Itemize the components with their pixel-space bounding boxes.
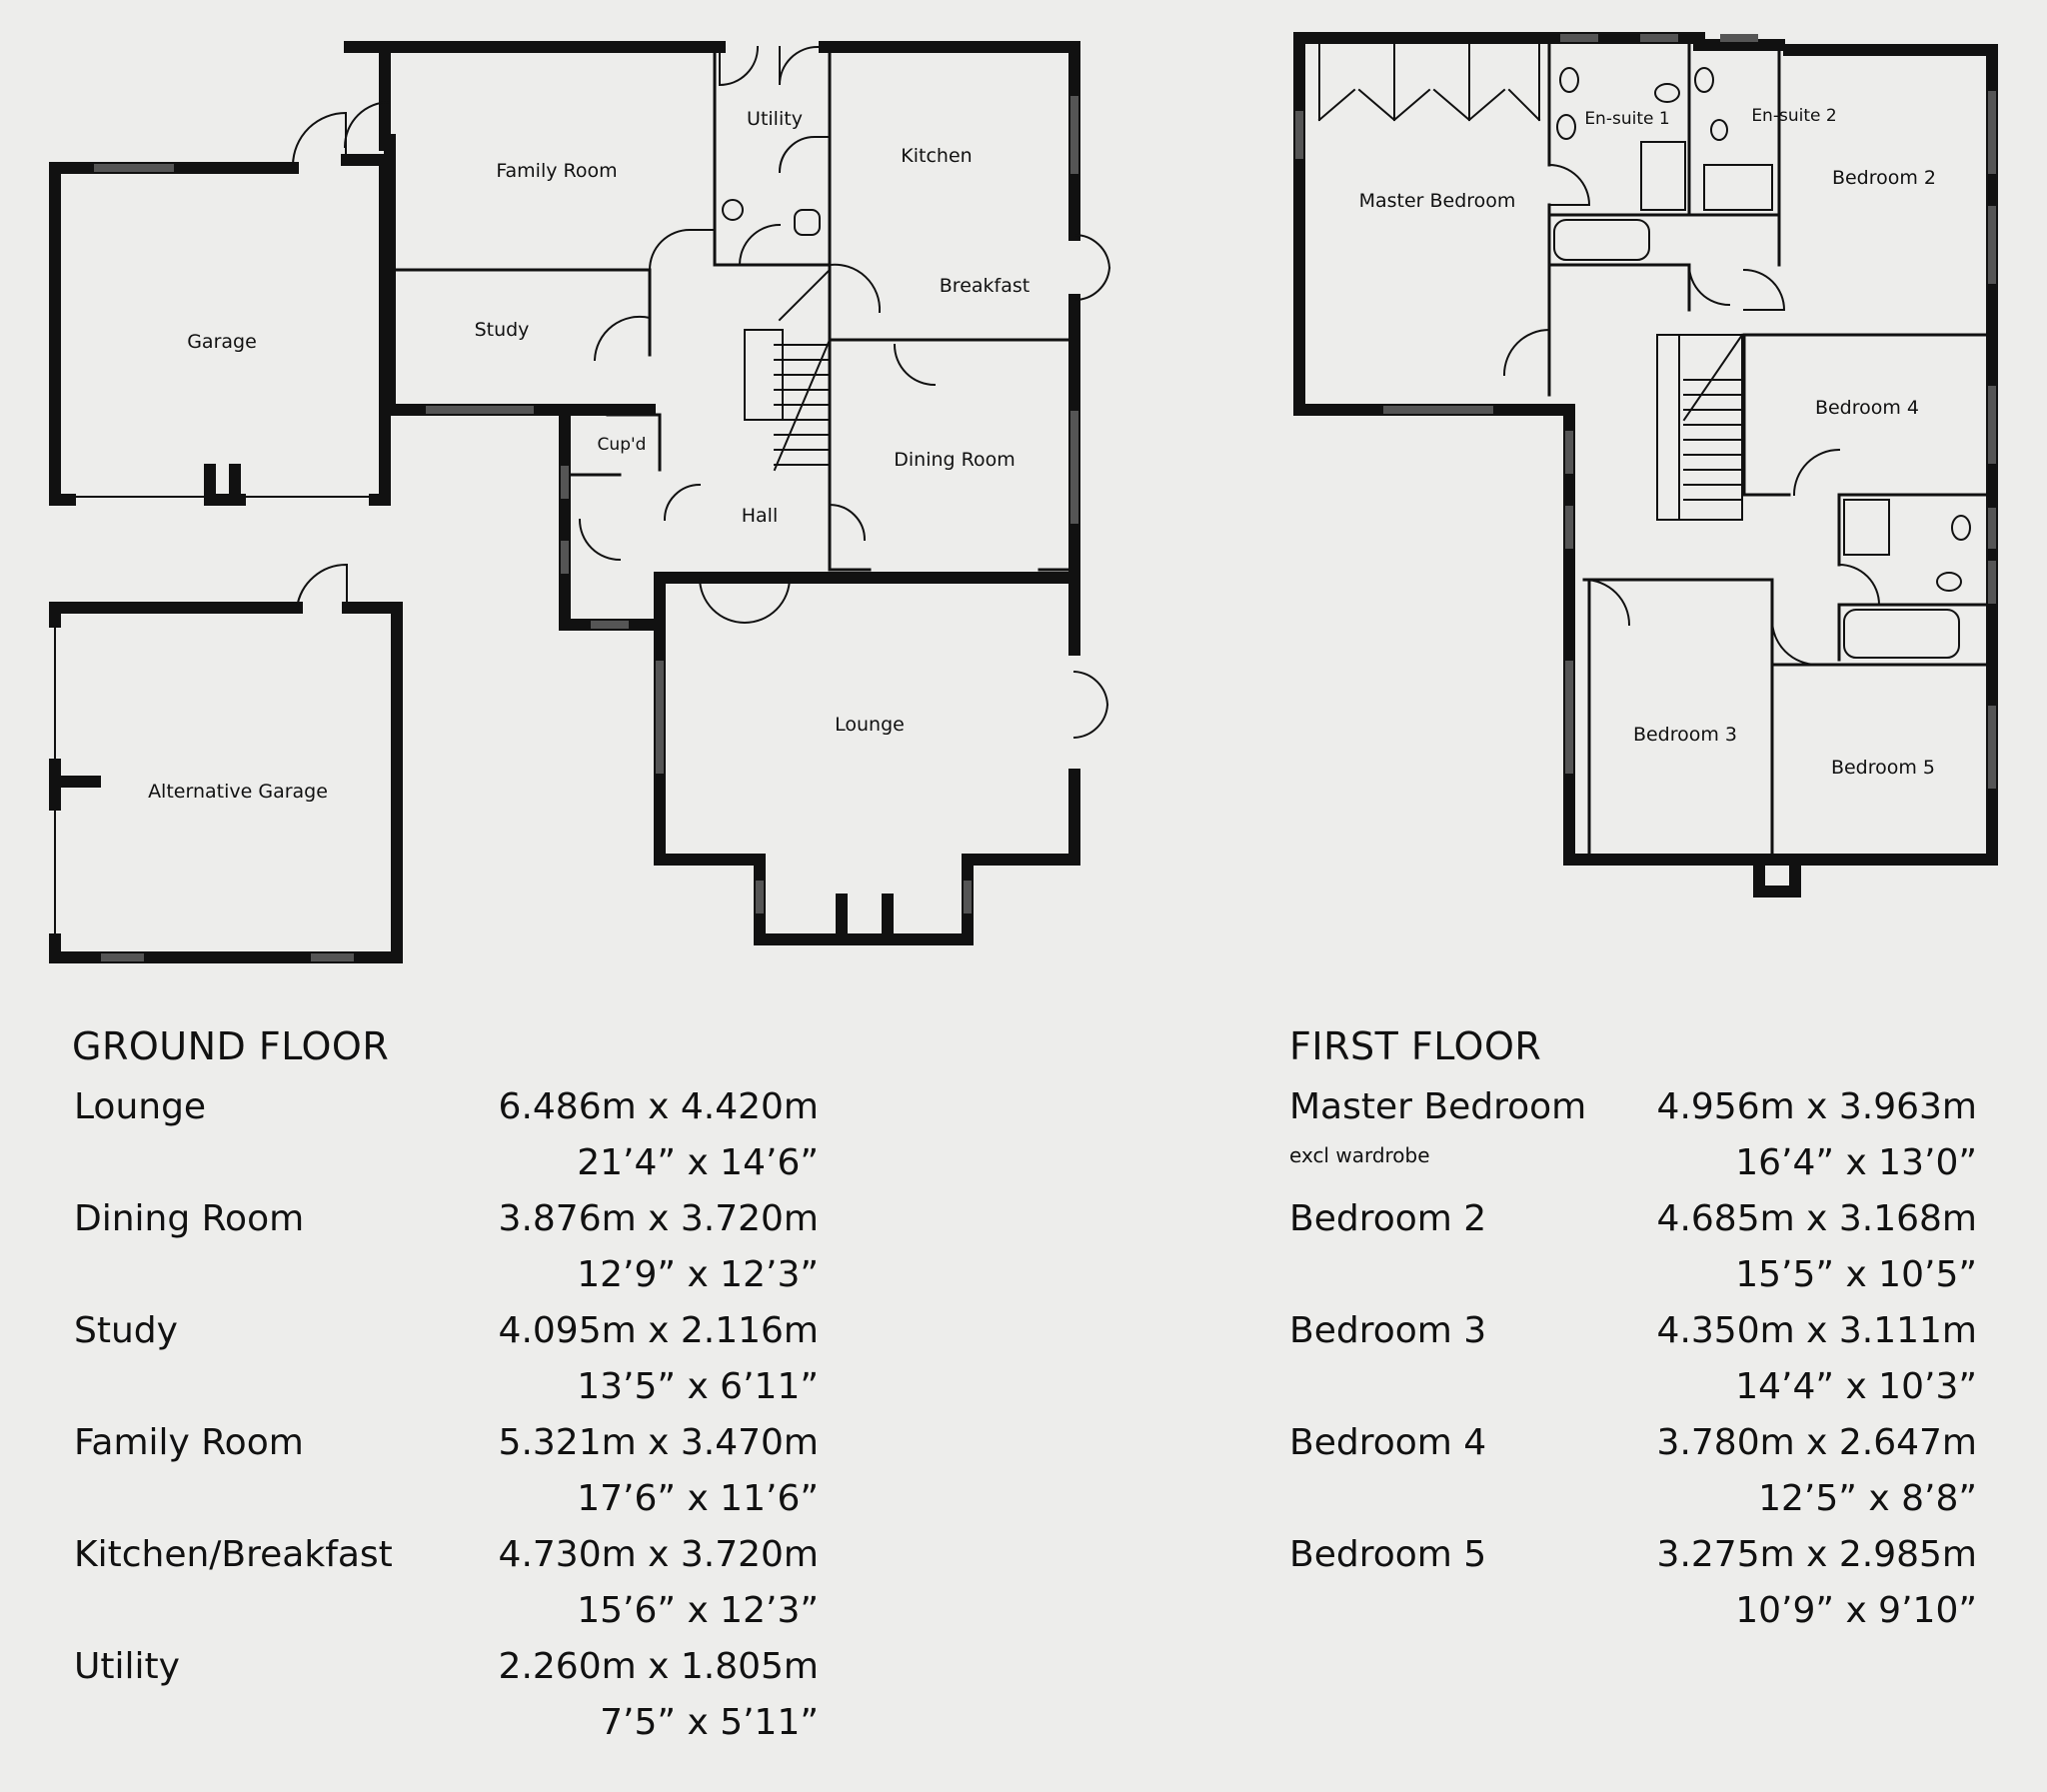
imperial-dimensions: 12’9” x 12’3” (577, 1254, 819, 1295)
room-note: excl wardrobe (1289, 1143, 1430, 1167)
room-label-bedroom-2: Bedroom 2 (1832, 167, 1936, 189)
room-dimension-row: Bedroom 4 3.780m x 2.647m 12’5” x 8’8” (1289, 1415, 1977, 1527)
alt-garage-walls (49, 602, 403, 963)
ground-floor-walls (344, 41, 1080, 945)
imperial-dimensions: 10’9” x 9’10” (1735, 1590, 1977, 1631)
room-dimension-row: Master Bedroom 4.956m x 3.963m 16’4” x 13’… (1289, 1079, 1977, 1191)
room-label-cupd: Cup'd (598, 435, 647, 455)
ground-floor-schedule: Lounge 6.486m x 4.420m 21’4” x 14’6” Dining… (74, 1079, 819, 1751)
metric-dimensions: 4.095m x 2.116m (498, 1310, 819, 1351)
room-label-ensuite-2: En-suite 2 (1751, 106, 1836, 126)
room-name: Utility (74, 1646, 180, 1687)
room-name: Bedroom 4 (1289, 1422, 1487, 1463)
room-name: Study (74, 1310, 178, 1351)
imperial-dimensions: 17’6” x 11’6” (577, 1478, 819, 1519)
room-dimension-row: Kitchen/Breakfast 4.730m x 3.720m 15’6” x … (74, 1527, 819, 1639)
room-dimension-row: Dining Room 3.876m x 3.720m 12’9” x 12’3” (74, 1191, 819, 1303)
room-labels: Garage Alternative Garage Family Room St… (148, 106, 1936, 803)
imperial-dimensions: 13’5” x 6’11” (577, 1366, 819, 1407)
room-label-bedroom-3: Bedroom 3 (1633, 724, 1737, 746)
metric-dimensions: 4.730m x 3.720m (498, 1534, 819, 1575)
metric-dimensions: 4.350m x 3.111m (1656, 1310, 1977, 1351)
metric-dimensions: 6.486m x 4.420m (498, 1086, 819, 1127)
metric-dimensions: 3.780m x 2.647m (1656, 1422, 1977, 1463)
room-name: Bedroom 2 (1289, 1198, 1487, 1239)
first-floor-title: FIRST FLOOR (1289, 1024, 1542, 1068)
room-label-dining-room: Dining Room (894, 449, 1015, 471)
room-label-study: Study (475, 319, 530, 341)
room-label-breakfast: Breakfast (940, 275, 1029, 297)
room-label-bedroom-4: Bedroom 4 (1815, 397, 1919, 419)
metric-dimensions: 4.685m x 3.168m (1656, 1198, 1977, 1239)
imperial-dimensions: 15’5” x 10’5” (1735, 1254, 1977, 1295)
room-name: Lounge (74, 1086, 207, 1127)
room-dimension-row: Bedroom 2 4.685m x 3.168m 15’5” x 10’5” (1289, 1191, 1977, 1303)
room-label-alt-garage: Alternative Garage (148, 781, 328, 803)
metric-dimensions: 5.321m x 3.470m (498, 1422, 819, 1463)
room-label-kitchen: Kitchen (901, 145, 972, 167)
room-label-family-room: Family Room (496, 160, 617, 182)
room-dimension-row: Utility 2.260m x 1.805m 7’5” x 5’11” (74, 1639, 819, 1751)
room-dimension-row: Lounge 6.486m x 4.420m 21’4” x 14’6” (74, 1079, 819, 1191)
room-label-garage: Garage (187, 331, 257, 353)
imperial-dimensions: 14’4” x 10’3” (1735, 1366, 1977, 1407)
first-floor-schedule: Master Bedroom 4.956m x 3.963m 16’4” x 13’… (1289, 1079, 1977, 1639)
metric-dimensions: 4.956m x 3.963m (1656, 1086, 1977, 1127)
room-label-bedroom-5: Bedroom 5 (1831, 757, 1935, 779)
room-name: Bedroom 5 (1289, 1534, 1487, 1575)
imperial-dimensions: 16’4” x 13’0” (1735, 1142, 1977, 1183)
imperial-dimensions: 21’4” x 14’6” (577, 1142, 819, 1183)
room-label-hall: Hall (742, 505, 779, 527)
room-label-lounge: Lounge (835, 714, 905, 736)
garage-walls (49, 154, 391, 506)
imperial-dimensions: 15’6” x 12’3” (577, 1590, 819, 1631)
floor-plan-drawing: Garage Alternative Garage Family Room St… (49, 32, 1998, 963)
room-label-ensuite-1: En-suite 1 (1584, 109, 1669, 129)
imperial-dimensions: 7’5” x 5’11” (600, 1702, 819, 1743)
metric-dimensions: 3.876m x 3.720m (498, 1198, 819, 1239)
room-dimension-row: Bedroom 5 3.275m x 2.985m 10’9” x 9’10” (1289, 1527, 1977, 1639)
room-dimension-row: Study 4.095m x 2.116m 13’5” x 6’11” (74, 1303, 819, 1415)
room-dimension-row: Bedroom 3 4.350m x 3.111m 14’4” x 10’3” (1289, 1303, 1977, 1415)
room-name: Master Bedroom (1289, 1086, 1587, 1127)
room-name: Bedroom 3 (1289, 1310, 1487, 1351)
room-name: Kitchen/Breakfast (74, 1534, 393, 1575)
room-label-master-bedroom: Master Bedroom (1359, 190, 1516, 212)
imperial-dimensions: 12’5” x 8’8” (1758, 1478, 1977, 1519)
metric-dimensions: 2.260m x 1.805m (498, 1646, 819, 1687)
ground-floor-title: GROUND FLOOR (72, 1024, 390, 1068)
room-name: Family Room (74, 1422, 304, 1463)
metric-dimensions: 3.275m x 2.985m (1656, 1534, 1977, 1575)
room-dimension-row: Family Room 5.321m x 3.470m 17’6” x 11’6” (74, 1415, 819, 1527)
room-label-utility: Utility (747, 108, 803, 130)
room-name: Dining Room (74, 1198, 305, 1239)
